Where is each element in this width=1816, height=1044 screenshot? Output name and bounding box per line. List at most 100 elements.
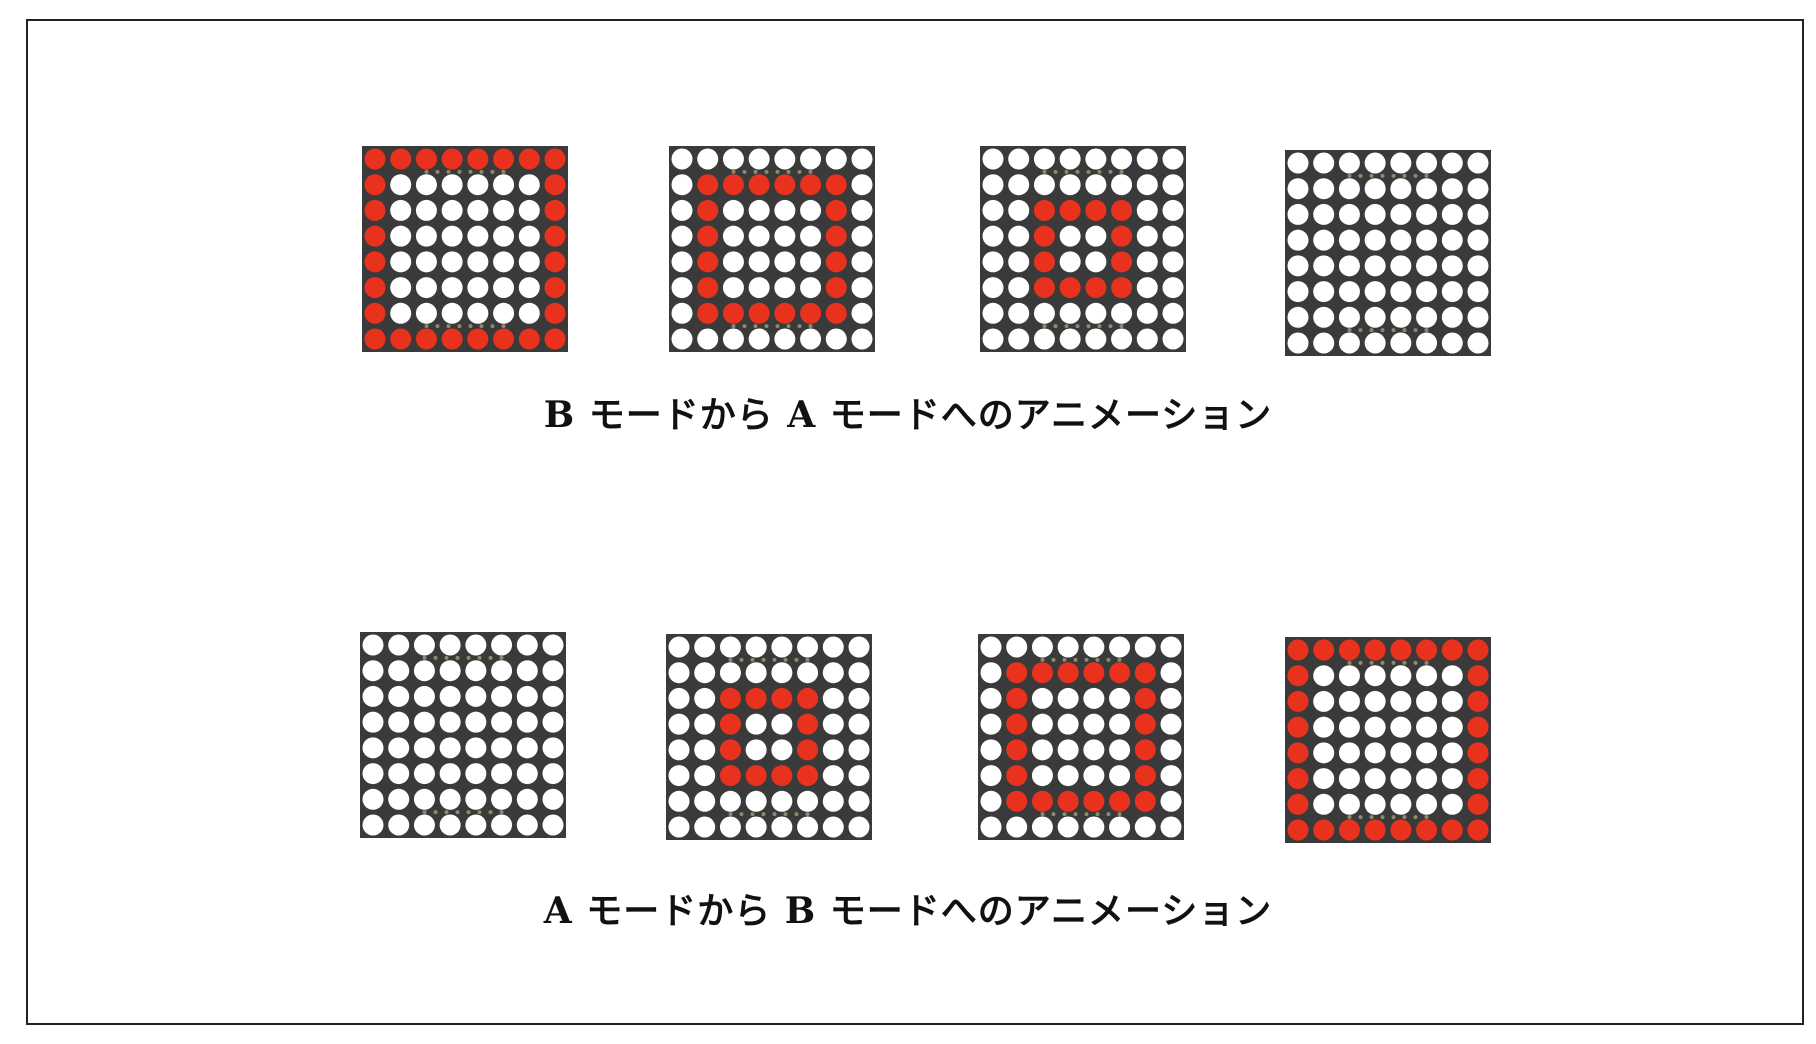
led-off (1033, 328, 1055, 350)
led-on (1134, 739, 1156, 761)
led-on (1467, 819, 1489, 841)
led-off (1085, 174, 1107, 196)
led-off (542, 814, 564, 836)
header-pin-top (490, 169, 495, 174)
led-off (671, 225, 693, 247)
led-off (719, 636, 741, 658)
led-off (439, 763, 461, 785)
led-off (1390, 690, 1412, 712)
led-off (1441, 152, 1463, 174)
led-off (415, 199, 437, 221)
led-off (1083, 739, 1105, 761)
led-off (491, 763, 513, 785)
led-on (1057, 662, 1079, 684)
led-off (1441, 690, 1463, 712)
led-off (388, 660, 410, 682)
led-on (1111, 277, 1133, 299)
led-off (671, 302, 693, 324)
led-off (1008, 225, 1030, 247)
header-pin-top (457, 169, 462, 174)
header-pin-bottom (1095, 812, 1100, 817)
led-off (516, 634, 538, 656)
header-pin-bottom (1064, 324, 1069, 329)
led-off (1031, 636, 1053, 658)
led-off (1287, 203, 1309, 225)
led-off (491, 634, 513, 656)
led-off (518, 174, 540, 196)
led-on (1059, 277, 1081, 299)
led-off (439, 660, 461, 682)
led-on (1416, 819, 1438, 841)
led-off (413, 814, 435, 836)
header-pin-bottom (1380, 328, 1385, 333)
led-off (1390, 152, 1412, 174)
led-on (1111, 199, 1133, 221)
led-off (1390, 178, 1412, 200)
led-grid (980, 636, 1182, 838)
led-on (797, 687, 819, 709)
led-off (413, 737, 435, 759)
led-off (1085, 148, 1107, 170)
caption-b-to-a: B モードから A モードへのアニメーション (543, 394, 1273, 436)
led-off (390, 199, 412, 221)
led-on (825, 225, 847, 247)
led-on (697, 225, 719, 247)
led-on (1467, 793, 1489, 815)
header-pin-bottom (1119, 324, 1124, 329)
led-off (542, 737, 564, 759)
led-off (1390, 742, 1412, 764)
header-pin-top (1084, 657, 1089, 662)
led-off (774, 251, 796, 273)
led-off (694, 713, 716, 735)
led-off (1008, 174, 1030, 196)
led-off (1136, 225, 1158, 247)
led-off (542, 711, 564, 733)
header-pin-bottom (444, 810, 449, 815)
header-pin-bottom (455, 810, 460, 815)
led-on (774, 302, 796, 324)
led-off (694, 687, 716, 709)
led-on (1006, 713, 1028, 735)
header-pin-bottom (1084, 812, 1089, 817)
led-off (542, 763, 564, 785)
led-on (1057, 790, 1079, 812)
led-on (800, 302, 822, 324)
led-off (748, 225, 770, 247)
header-pin-bottom (764, 324, 769, 329)
led-off (980, 790, 1002, 812)
led-off (1057, 713, 1079, 735)
led-on (1313, 819, 1335, 841)
header-pin-bottom (499, 810, 504, 815)
led-off (516, 685, 538, 707)
led-on (825, 251, 847, 273)
led-on (1416, 639, 1438, 661)
led-off (390, 174, 412, 196)
header-pin-bottom (1073, 812, 1078, 817)
led-off (1313, 152, 1335, 174)
led-off (668, 636, 690, 658)
led-off (1416, 203, 1438, 225)
led-off (1059, 148, 1081, 170)
header-pin-bottom (761, 812, 766, 817)
led-on (1085, 199, 1107, 221)
header-pin-bottom (1040, 812, 1045, 817)
led-on (1006, 765, 1028, 787)
led-off (1416, 768, 1438, 790)
header-pin-top (1108, 169, 1113, 174)
led-off (1338, 255, 1360, 277)
header-pin-top (728, 657, 733, 662)
led-off (1109, 816, 1131, 838)
header-pin-bottom (424, 324, 429, 329)
header-pin-bottom (488, 810, 493, 815)
led-off (1390, 306, 1412, 328)
caption-a-to-b: A モードから B モードへのアニメーション (543, 890, 1273, 932)
led-off (822, 790, 844, 812)
led-matrix-a-to-b-step-2 (666, 634, 872, 840)
led-off (668, 662, 690, 684)
header-pin-bottom (1402, 328, 1407, 333)
header-pin-bottom (1391, 815, 1396, 820)
led-off (800, 277, 822, 299)
header-pin-top (764, 169, 769, 174)
header-pin-bottom (783, 812, 788, 817)
header-pin-bottom (1413, 815, 1418, 820)
